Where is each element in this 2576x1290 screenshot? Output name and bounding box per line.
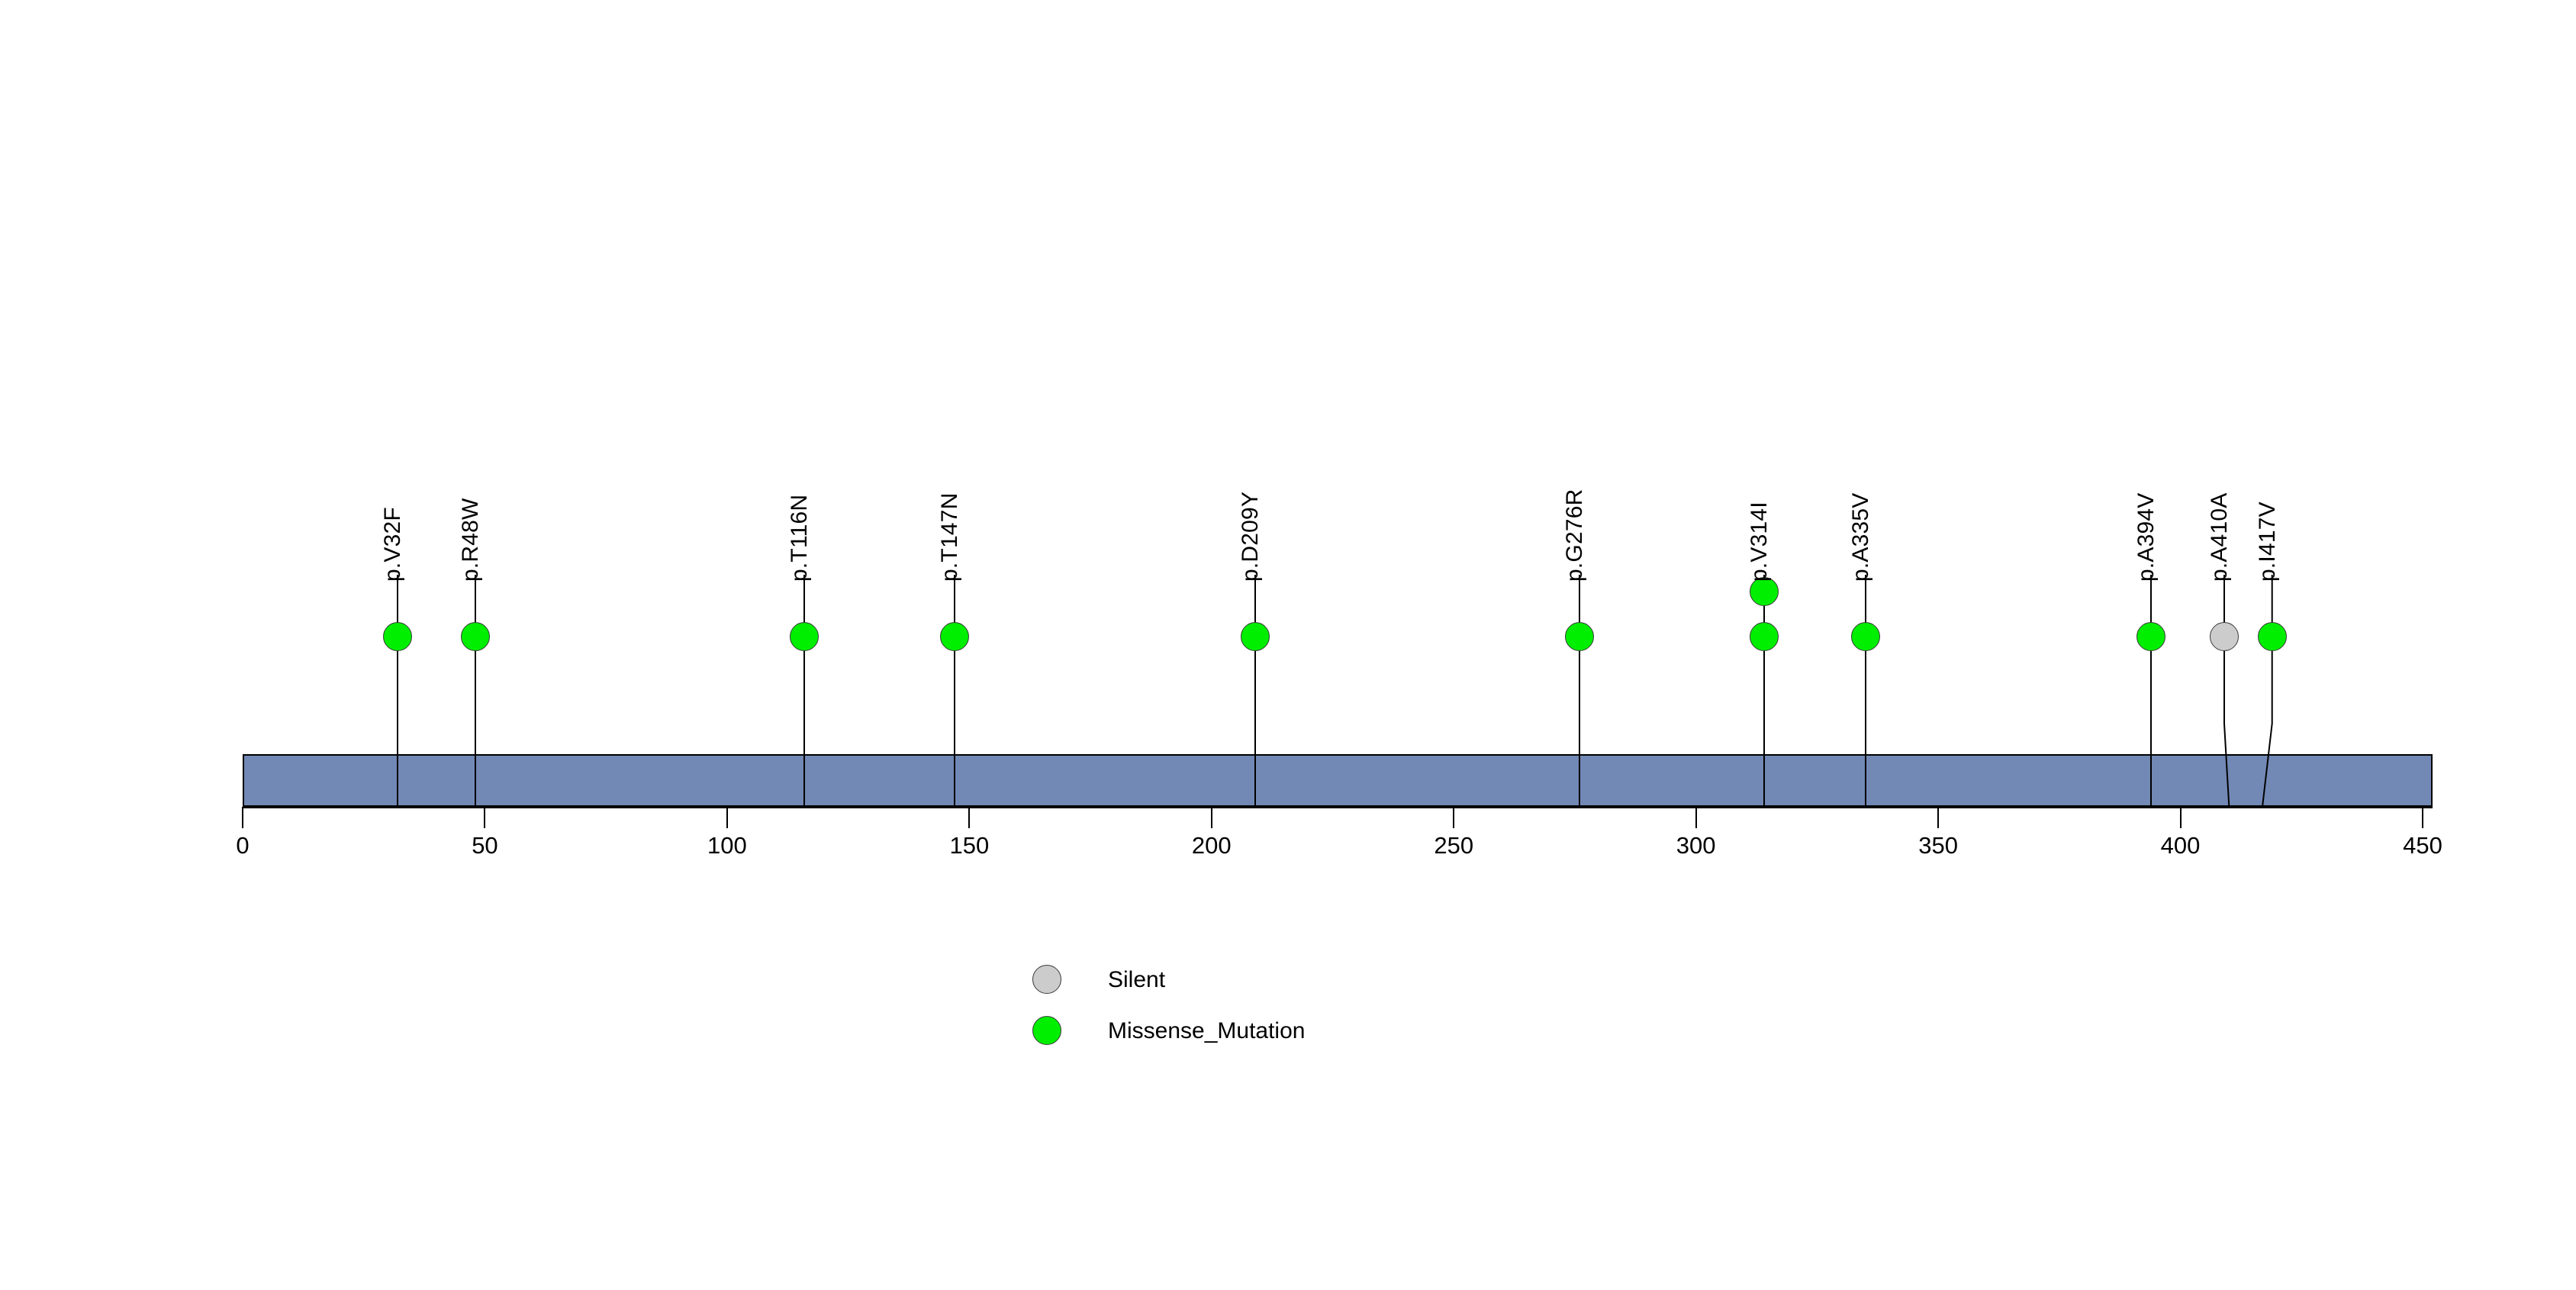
lollipop-stem [397,575,399,807]
mutation-label: p.A410A [2206,492,2232,582]
mutation-dot[interactable] [1850,622,1880,651]
x-axis-tick-label: 150 [949,832,990,859]
x-axis-tick [484,807,486,828]
lollipop-stem [1579,575,1581,807]
mutation-dot[interactable] [1749,622,1779,651]
legend-dot[interactable] [1032,1016,1061,1045]
lollipop-stem [1864,575,1866,807]
x-axis-tick [1937,807,1940,828]
x-axis-tick-label: 400 [2160,832,2201,859]
x-axis-tick-label: 350 [1918,832,1958,859]
mutation-label: p.G276R [1562,489,1588,582]
mutation-label: p.R48W [457,498,483,582]
lollipop-stem [2223,575,2230,808]
lollipop-stem [954,575,956,807]
x-axis-tick-label: 100 [707,832,747,859]
mutation-dot[interactable] [2209,622,2239,651]
mutation-dot[interactable] [1749,577,1779,606]
legend-label: Missense_Mutation [1108,1018,1306,1043]
mutation-label: p.V32F [380,507,406,582]
x-axis-tick-label: 0 [236,832,250,859]
lollipop-stem [474,575,476,807]
mutation-label: p.D209Y [1237,491,1263,582]
mutation-dot[interactable] [460,622,490,651]
mutation-dot[interactable] [2258,622,2288,651]
lollipop-stem [2262,575,2274,808]
x-axis-tick [1695,807,1697,828]
mutation-dot[interactable] [790,622,819,651]
lollipop-stem [803,575,806,807]
mutation-dot[interactable] [383,622,413,651]
legend-dot[interactable] [1032,965,1061,994]
x-axis-tick-label: 200 [1191,832,1232,859]
x-axis-tick [2422,807,2423,828]
x-axis-tick [726,807,728,828]
mutation-label: p.A394V [2133,492,2159,582]
protein-backbone-bar [243,754,2433,807]
x-axis-tick-label: 450 [2403,832,2442,859]
mutation-dot[interactable] [2136,622,2166,651]
lollipop-stem [1254,575,1256,807]
x-axis-line [243,807,2433,808]
lollipop-stem [1763,575,1765,807]
legend-label: Silent [1108,967,1166,992]
mutation-label: p.T116N [787,494,813,582]
x-axis-tick [1453,807,1455,828]
x-axis-tick-label: 250 [1434,832,1474,859]
mutation-dot[interactable] [940,622,970,651]
x-axis-tick [2179,807,2182,828]
lollipop-stem [2150,575,2153,807]
mutation-dot[interactable] [1565,622,1595,651]
x-axis-tick [242,807,243,828]
mutation-label: p.I417V [2255,501,2281,582]
mutation-label: p.T147N [937,492,963,582]
x-axis-tick-label: 300 [1676,832,1716,859]
x-axis-tick [968,807,971,828]
mutation-dot[interactable] [1240,622,1270,651]
x-axis-tick-label: 50 [472,832,498,859]
mutation-label: p.A335V [1847,492,1873,582]
mutation-label: p.V314I [1746,501,1772,582]
x-axis-tick [1210,807,1212,828]
